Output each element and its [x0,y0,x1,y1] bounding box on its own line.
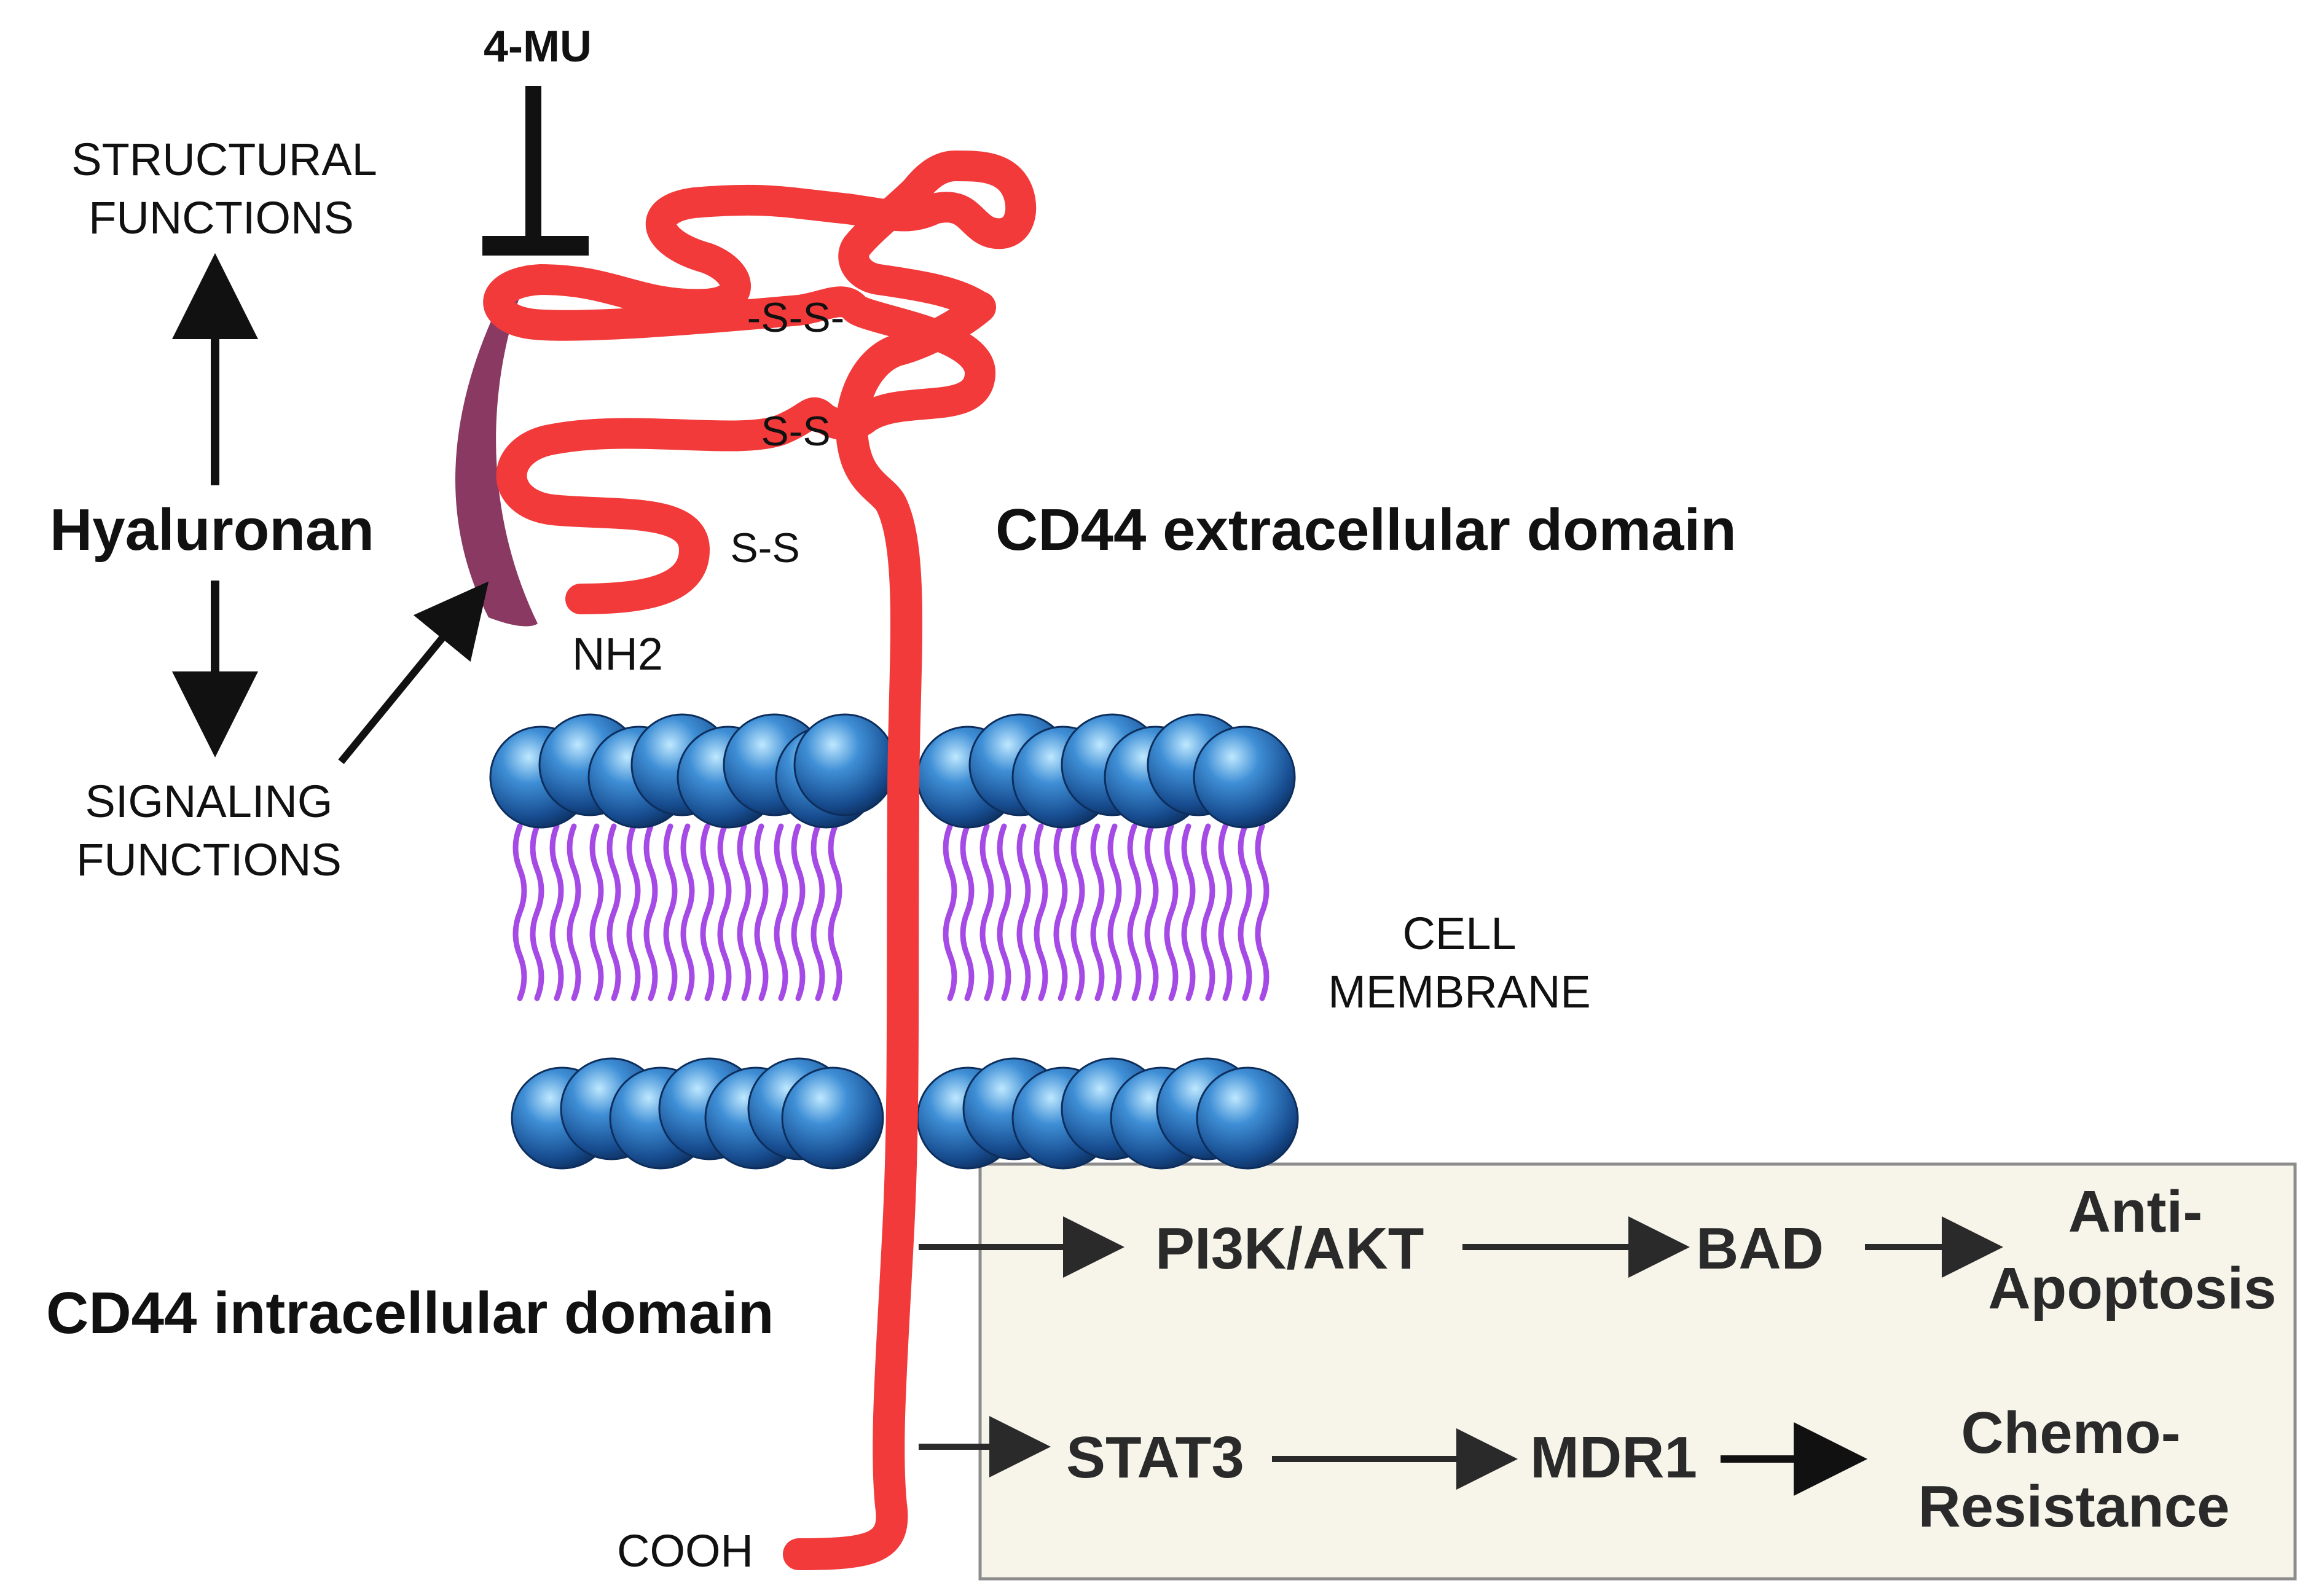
arrow-to-hyaluronan [338,581,489,764]
lipid-tail [1201,823,1215,1001]
head-groups-bottom [511,1057,1299,1170]
lipid-tail [997,823,1011,1001]
lipid-tail [960,823,975,1001]
pathway-node-pi3k-akt: PI3K/AKT [1155,1216,1424,1281]
hyaluronan-label: Hyaluronan [50,497,374,563]
disulfide-bond-label: S-S [730,525,799,571]
outcome-chemo-resistance: Resistance [1918,1474,2230,1539]
lipid-tail [774,823,788,1001]
lipid-tail [1034,823,1048,1001]
lipid-tail [700,823,715,1001]
disulfide-bond-label: S-S [761,408,830,455]
intracellular-domain-label: CD44 intracellular domain [46,1280,774,1346]
lipid-tail [791,823,806,1001]
lipid-tail [1238,823,1252,1001]
lipid-tail [1070,823,1085,1001]
lipid-tail [979,823,994,1001]
lipid-tail [567,823,581,1001]
lipid-tail [717,823,732,1001]
outcome-chemo-resistance: Chemo- [1961,1400,2180,1466]
outcome-anti-apoptosis: Anti- [2068,1179,2203,1245]
pathway-node-stat3: STAT3 [1066,1425,1244,1490]
pathway-node-mdr1: MDR1 [1530,1425,1697,1490]
lipid-tail [1107,823,1122,1001]
lipid-head-group [793,713,897,816]
lipid-tail [1164,823,1179,1001]
lipid-tail [606,823,621,1001]
lipid-tail [643,823,658,1001]
lipid-tail [512,823,527,1001]
cell-membrane [489,713,1299,1170]
membrane-label: CELL [1402,908,1516,959]
lipid-tail [1144,823,1159,1001]
lipid-tail [1016,823,1031,1001]
signaling-functions-label: FUNCTIONS [76,834,342,885]
lipid-tail [1218,823,1233,1001]
lipid-tail [1127,823,1142,1001]
outcome-anti-apoptosis: Apoptosis [1988,1256,2276,1321]
lipid-tail [1181,823,1196,1001]
lipid-tail [663,823,678,1001]
lipid-tail [530,823,544,1001]
lipid-head-group [1196,1066,1299,1170]
hyaluronan-strand [455,270,538,627]
membrane-label: MEMBRANE [1328,966,1591,1017]
lipid-tails [512,823,1270,1001]
lipid-tail [810,823,825,1001]
signaling-functions-label: SIGNALING [85,776,333,827]
structural-functions-label: STRUCTURAL [71,134,377,185]
lipid-tail [1090,823,1105,1001]
extracellular-domain-label: CD44 extracellular domain [995,497,1737,563]
cd44-chain [483,151,1037,614]
lipid-tail [1255,823,1270,1001]
lipid-tail [828,823,842,1001]
cd44-transmembrane-chain [783,291,996,1570]
lipid-tail [1053,823,1068,1001]
lipid-tail [737,823,752,1001]
lipid-head-group [1193,726,1296,829]
c-terminus-label: COOH [617,1525,753,1576]
pathway-node-bad: BAD [1696,1216,1824,1281]
inhibition-tbar [482,86,589,256]
n-terminus-label: NH2 [572,628,663,679]
lipid-tail [680,823,695,1001]
lipid-tail [589,823,604,1001]
inhibitor-label: 4-MU [484,22,592,71]
lipid-head-group [781,1066,884,1170]
lipid-tail [943,823,957,1001]
structural-functions-label: FUNCTIONS [88,192,354,243]
lipid-tail [549,823,564,1001]
head-groups-top [489,713,1296,829]
lipid-tail [754,823,769,1001]
disulfide-bond-label: -S-S- [747,294,845,341]
lipid-tail [626,823,641,1001]
